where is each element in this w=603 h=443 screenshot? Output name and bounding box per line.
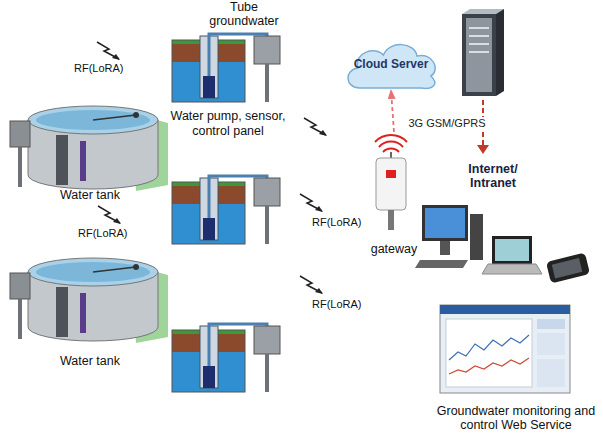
wave [375,135,407,142]
drive-slot [469,35,489,37]
gateway-box [376,158,406,210]
client-devices [415,205,590,284]
component-node: Tube groundwaterWater pump, sensor, cont… [160,0,296,138]
drive-slot [469,51,489,53]
node-label: Water tank [60,188,120,202]
component-node: Internet/ Intranet [451,158,535,194]
side-panel [537,319,565,329]
antenna [390,152,392,158]
tube-well [172,324,280,392]
keyboard [415,260,468,268]
monitor [422,205,468,241]
cloud-node: Cloud Server [342,40,441,90]
component-node: Water tank [38,186,142,204]
node-body: Water pump, sensor, control panel [160,109,296,138]
side-panel [537,359,565,387]
node-label: Tube groundwater [204,0,284,29]
component-node: Water tank [38,352,142,370]
cloud-outline [348,45,435,89]
chart-line [449,358,529,374]
monitor-screen [425,208,465,238]
window-header [440,305,570,314]
pc-tower [470,214,483,260]
gateway-mount [388,210,394,230]
wave [383,149,399,152]
radio-bolt [98,206,121,224]
radio-bolt [300,194,323,212]
component-node: Groundwater monitoring and control Web S… [433,398,599,438]
laptop-lid [492,236,532,264]
monitor-stand [440,241,450,255]
radio-bolt [97,42,120,60]
radio-label: RF(LoRA) [78,227,128,239]
server-body [462,14,496,96]
laptop-screen [495,239,529,261]
component-node: gateway [364,132,424,258]
side-panel [537,333,565,355]
node-label: Groundwater monitoring and control Web S… [433,404,599,433]
server-front [466,18,492,92]
uplink-arrow [391,90,394,132]
radio-bolt [300,276,323,294]
radio-label: RF(LoRA) [312,216,362,228]
server-icon [462,9,504,154]
wave [379,142,403,147]
tube-well [172,34,280,102]
laptop-base [482,264,542,274]
tube-well [172,176,280,244]
phone [546,252,590,283]
server-side [496,9,504,96]
link-label: 3G GSM/GPRS [406,117,487,129]
water-tank [10,106,168,191]
web-screenshot [440,305,570,393]
node-label: Water tank [60,354,120,368]
radio-bolt [304,118,327,136]
water-tank [10,258,168,343]
radio-label: RF(LoRA) [312,298,362,310]
node-label: gateway [364,242,424,256]
drive-slot [469,43,489,45]
phone-body [546,252,590,283]
chart-line [449,335,529,360]
node-label: Cloud Server [354,58,429,72]
drive-slot [469,27,489,29]
radio-label: RF(LoRA) [74,62,124,74]
chart-panel [446,319,532,387]
phone-screen [552,258,583,278]
node-label: Internet/ Intranet [451,162,535,191]
window [440,305,570,393]
server-arrowhead [477,145,489,154]
gateway-icon [375,135,407,230]
gateway-led [386,170,396,178]
